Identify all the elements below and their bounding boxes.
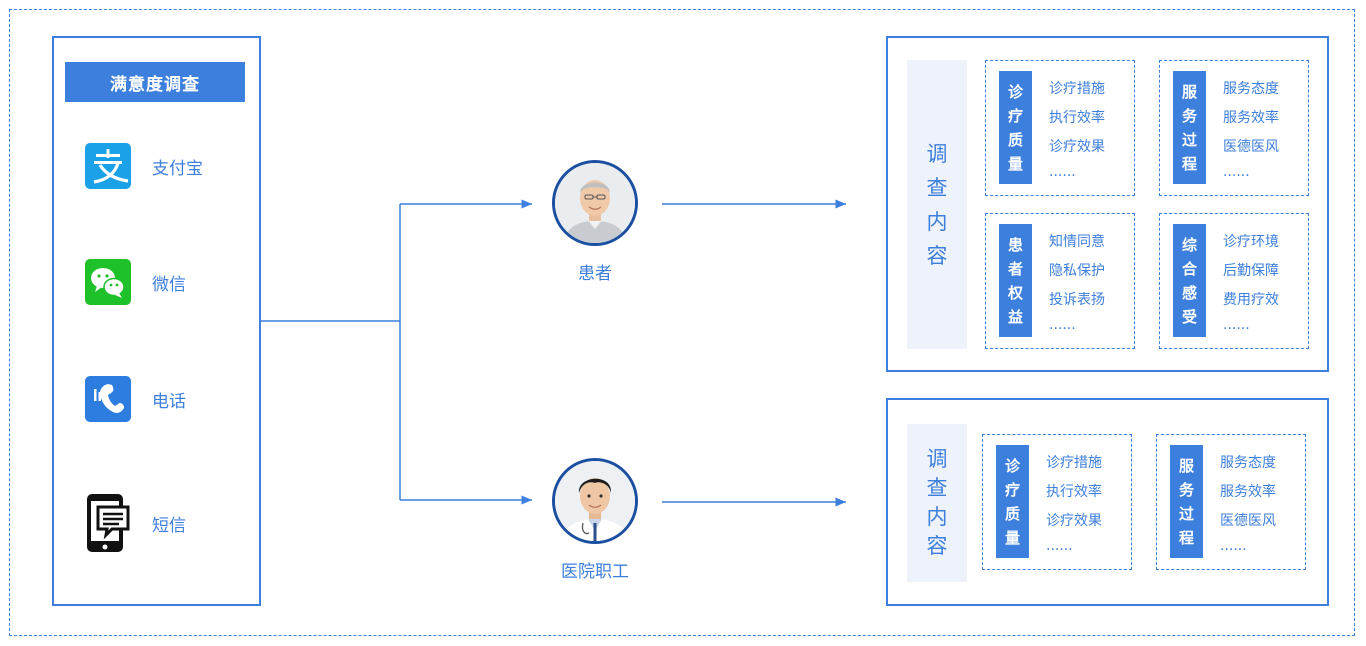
- side-char: 查: [926, 175, 948, 200]
- category-item: 知情同意: [1049, 234, 1105, 250]
- role-patient-label: 患者: [578, 264, 612, 284]
- category-item: 服务效率: [1223, 110, 1279, 126]
- category-item: 医德医风: [1220, 513, 1276, 529]
- side-char: 容: [926, 243, 948, 268]
- category-item: 执行效率: [1049, 110, 1105, 126]
- side-char: 查: [926, 476, 948, 500]
- channel-label: 微信: [152, 274, 186, 295]
- category-item: 服务态度: [1223, 81, 1279, 97]
- side-char: 调: [926, 141, 948, 166]
- channel-label: 电话: [152, 391, 186, 412]
- channel-label: 短信: [152, 515, 186, 536]
- channel-alipay[interactable]: 支付宝: [84, 140, 254, 192]
- category-items: 知情同意 隐私保护 投诉表扬 ......: [1049, 228, 1105, 335]
- side-char: 内: [926, 505, 948, 529]
- category-item: 诊疗措施: [1049, 81, 1105, 97]
- category-item: ......: [1046, 538, 1073, 554]
- category-item: 执行效率: [1046, 484, 1102, 500]
- diagram-frame: [9, 9, 1355, 636]
- channel-label: 支付宝: [152, 158, 203, 179]
- category-card: 综合感受 诊疗环境 后勤保障 费用疗效 ......: [1159, 213, 1309, 349]
- category-tag: 诊疗质量: [996, 445, 1029, 558]
- category-tag: 服务过程: [1173, 71, 1206, 184]
- category-item: 服务效率: [1220, 484, 1276, 500]
- category-item: ......: [1049, 317, 1076, 333]
- alipay-icon: [85, 143, 131, 189]
- category-item: 服务态度: [1220, 455, 1276, 471]
- category-items: 诊疗措施 执行效率 诊疗效果 ......: [1049, 75, 1105, 182]
- category-item: 费用疗效: [1223, 292, 1279, 308]
- phone-icon: [85, 376, 131, 422]
- category-item: 诊疗效果: [1049, 139, 1105, 155]
- category-tag: 诊疗质量: [999, 71, 1032, 184]
- sms-icon: [87, 494, 130, 552]
- category-item: 投诉表扬: [1049, 292, 1105, 308]
- category-item: 诊疗措施: [1046, 455, 1102, 471]
- staff-survey-content: 调 查 内 容 诊疗质量 诊疗措施 执行效率 诊疗效果 ...... 服务过程 …: [886, 398, 1329, 606]
- category-item: 诊疗效果: [1046, 513, 1102, 529]
- side-char: 内: [926, 209, 948, 234]
- category-item: ......: [1049, 164, 1076, 180]
- category-item: ......: [1223, 317, 1250, 333]
- content-side-label: 调 查 内 容: [907, 424, 967, 582]
- category-items: 服务态度 服务效率 医德医风 ......: [1220, 449, 1276, 556]
- category-card: 服务过程 服务态度 服务效率 医德医风 ......: [1156, 434, 1306, 570]
- category-items: 诊疗措施 执行效率 诊疗效果 ......: [1046, 449, 1102, 556]
- category-items: 服务态度 服务效率 医德医风 ......: [1223, 75, 1279, 182]
- side-char: 容: [926, 534, 948, 558]
- role-staff-label: 医院职工: [561, 562, 629, 582]
- category-tag: 综合感受: [1173, 224, 1206, 337]
- category-item: 后勤保障: [1223, 263, 1279, 279]
- category-card: 患者权益 知情同意 隐私保护 投诉表扬 ......: [985, 213, 1135, 349]
- category-card: 诊疗质量 诊疗措施 执行效率 诊疗效果 ......: [982, 434, 1132, 570]
- category-item: ......: [1220, 538, 1247, 554]
- category-tag: 患者权益: [999, 224, 1032, 337]
- category-card: 诊疗质量 诊疗措施 执行效率 诊疗效果 ......: [985, 60, 1135, 196]
- doctor-avatar: [552, 458, 638, 544]
- survey-channels-panel: 满意度调查 支付宝 微信: [52, 36, 261, 606]
- channel-wechat[interactable]: 微信: [84, 256, 254, 308]
- side-char: 调: [926, 447, 948, 471]
- patient-survey-content: 调 查 内 容 诊疗质量 诊疗措施 执行效率 诊疗效果 ...... 服务过程 …: [886, 36, 1329, 372]
- category-item: 医德医风: [1223, 139, 1279, 155]
- survey-title: 满意度调查: [65, 62, 245, 102]
- content-side-label: 调 查 内 容: [907, 60, 967, 349]
- category-items: 诊疗环境 后勤保障 费用疗效 ......: [1223, 228, 1279, 335]
- wechat-icon: [85, 259, 131, 305]
- category-item: ......: [1223, 164, 1250, 180]
- category-item: 诊疗环境: [1223, 234, 1279, 250]
- channel-phone[interactable]: 电话: [84, 373, 254, 425]
- category-tag: 服务过程: [1170, 445, 1203, 558]
- category-card: 服务过程 服务态度 服务效率 医德医风 ......: [1159, 60, 1309, 196]
- category-item: 隐私保护: [1049, 263, 1105, 279]
- elderly-man-avatar: [552, 160, 638, 246]
- channel-sms[interactable]: 短信: [84, 494, 254, 552]
